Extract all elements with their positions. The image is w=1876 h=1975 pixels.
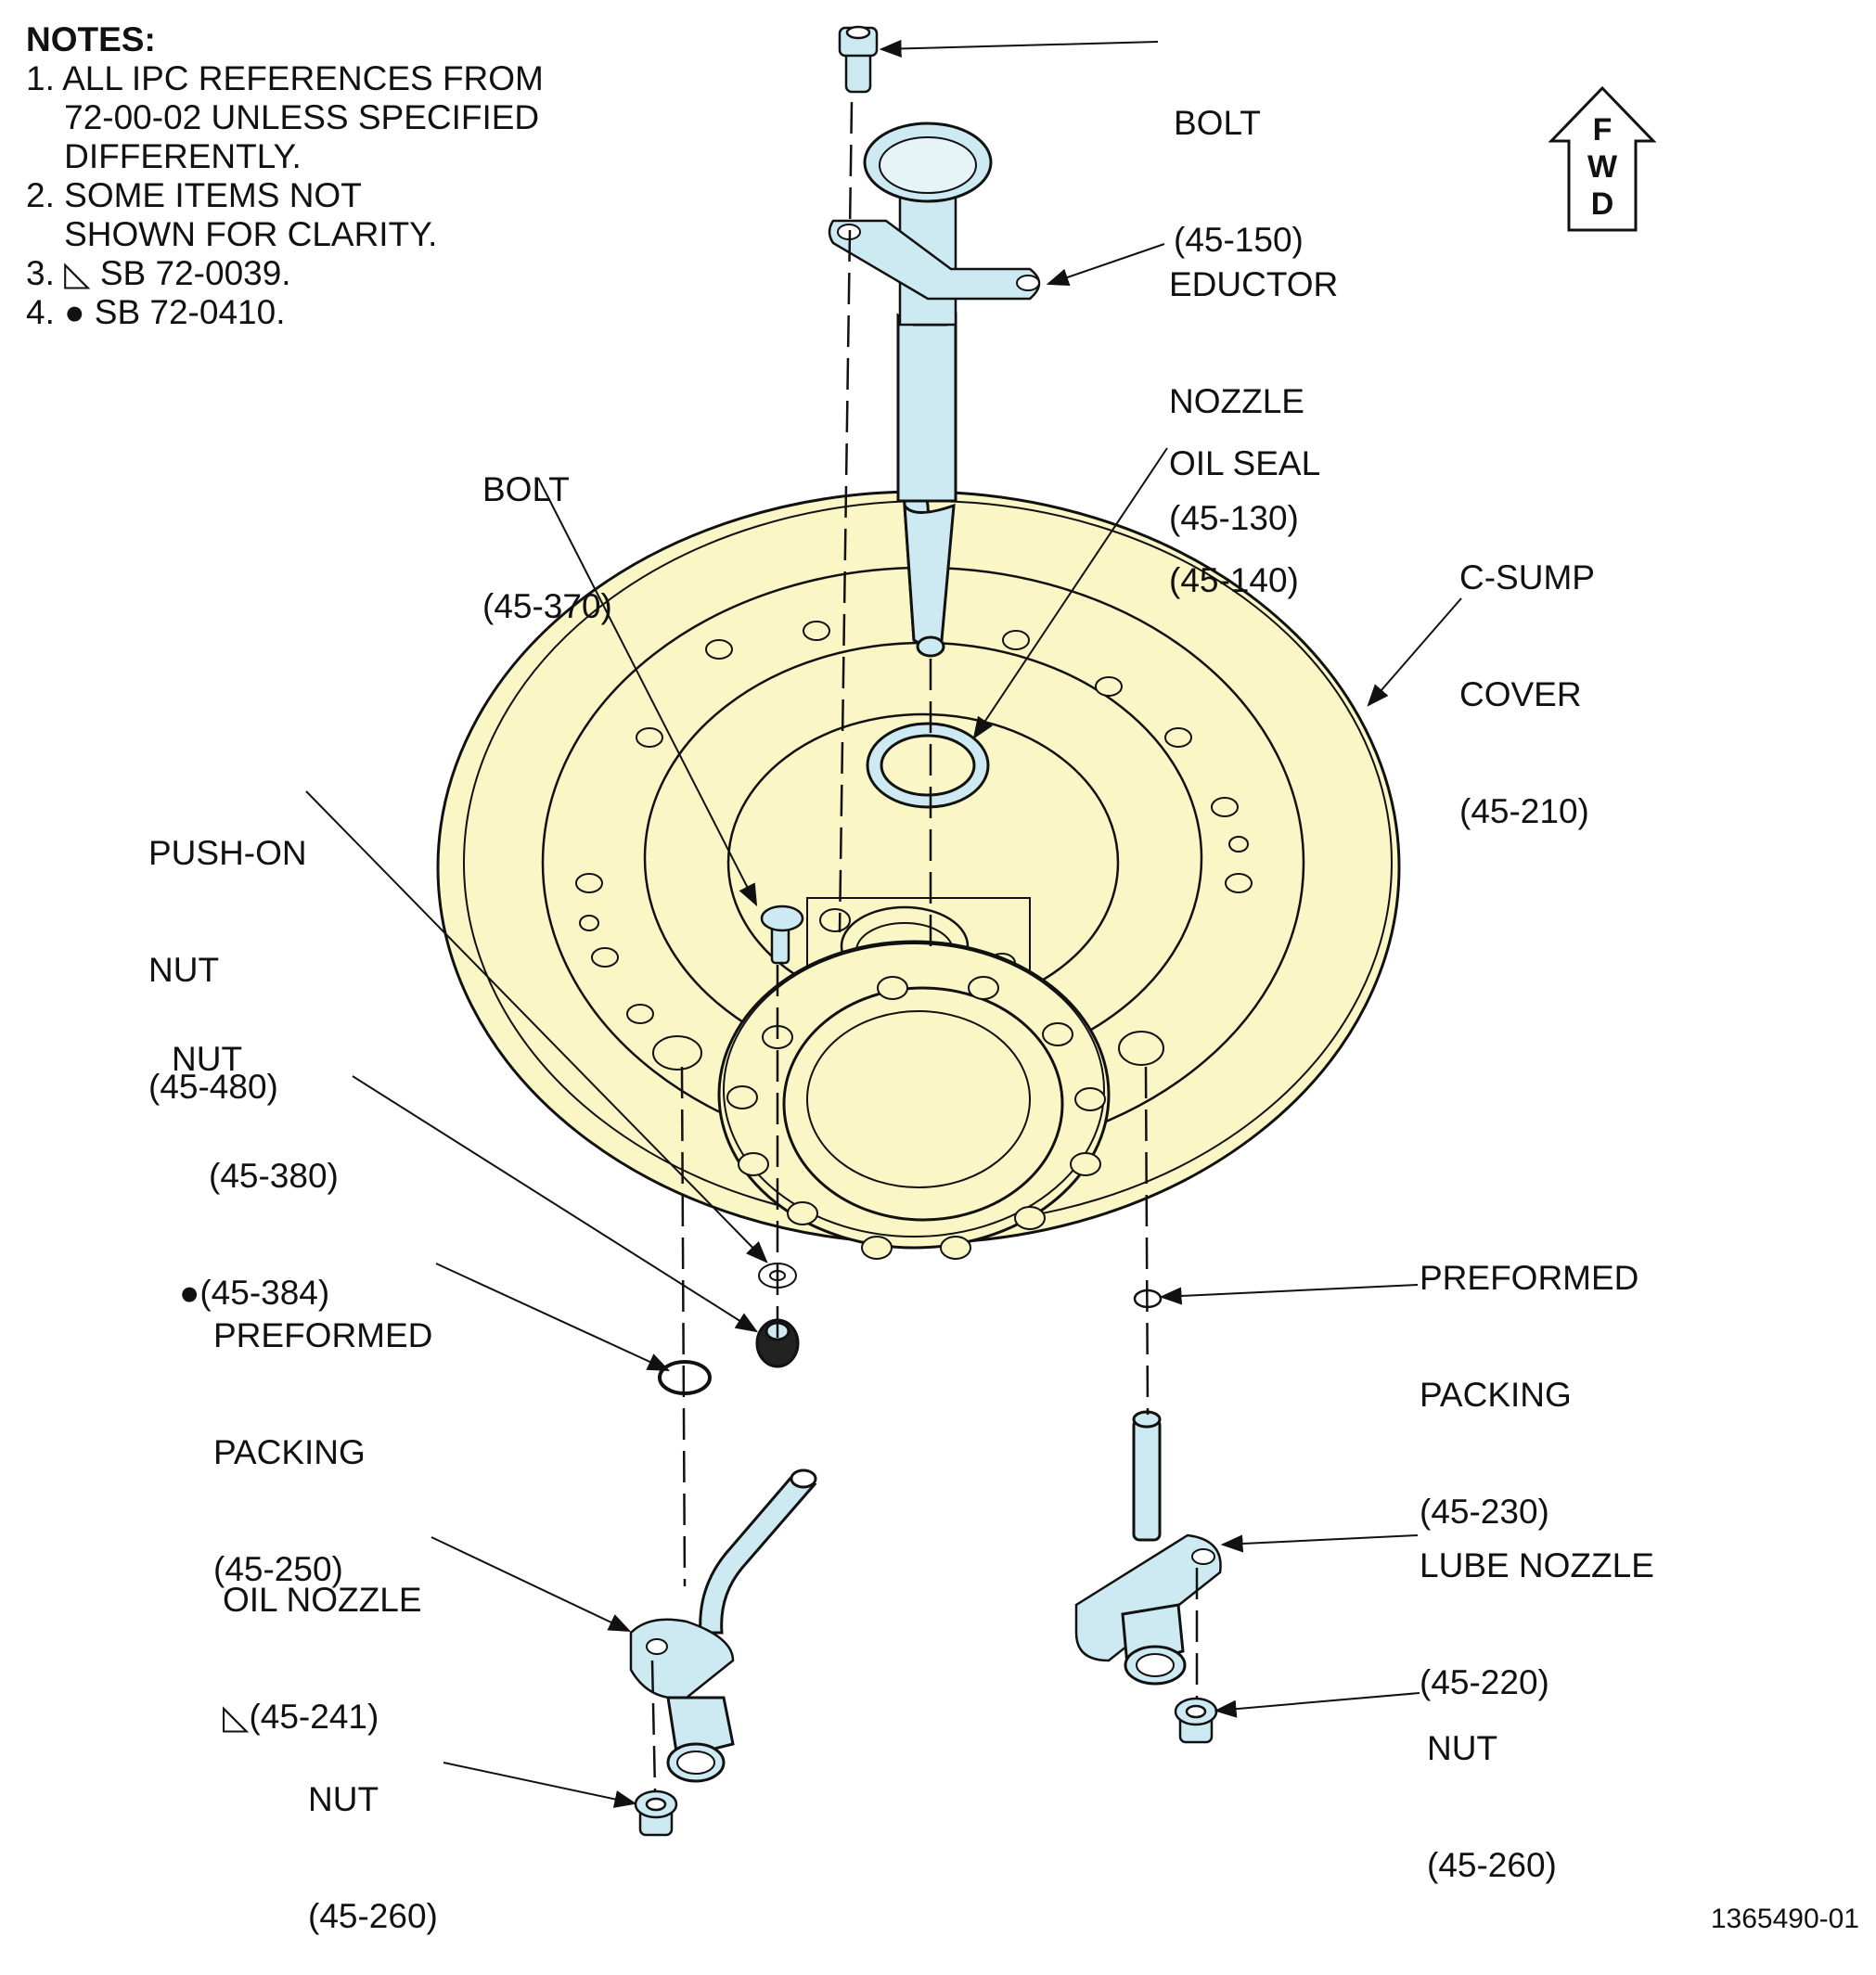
callout-ref: (45-370)	[482, 587, 612, 625]
callout-ref: ◺(45-241)	[223, 1698, 379, 1736]
nut-45-260-left	[634, 1789, 678, 1837]
callout-name: PACKING	[1420, 1376, 1572, 1414]
callout-nut-45-260-right: NUT (45-260)	[1427, 1651, 1557, 1924]
callout-preformed-packing-45-230: PREFORMED PACKING (45-230)	[1420, 1181, 1638, 1571]
callout-name: BOLT	[482, 470, 570, 508]
lube-nozzle	[1074, 1410, 1222, 1686]
callout-ref: (45-150)	[1174, 221, 1304, 259]
callout-name: COVER	[1459, 675, 1582, 713]
callout-c-sump-cover: C-SUMP COVER (45-210)	[1459, 481, 1595, 870]
callout-name: PREFORMED	[213, 1316, 433, 1354]
callout-name: LUBE NOZZLE	[1420, 1546, 1654, 1584]
note-line: 4. ● SB 72-0410.	[26, 293, 286, 331]
callout-ref: (45-260)	[1427, 1846, 1557, 1884]
callout-nut-45-260-left: NUT (45-260)	[308, 1702, 438, 1975]
callout-name: PACKING	[213, 1433, 366, 1471]
note-line: DIFFERENTLY.	[26, 137, 302, 175]
callout-name: PUSH-ON	[148, 834, 307, 872]
callout-eductor-nozzle: EDUCTOR NOZZLE (45-130)	[1169, 187, 1338, 577]
callout-ref: (45-220)	[1420, 1663, 1549, 1701]
callout-bolt-45-150: BOLT (45-150)	[1174, 26, 1304, 299]
callout-name: NUT	[1427, 1729, 1498, 1767]
callout-name: OIL NOZZLE	[223, 1581, 422, 1619]
callout-lube-nozzle: LUBE NOZZLE (45-220)	[1420, 1468, 1654, 1741]
c-sump-cover	[436, 490, 1401, 1260]
callout-ref: (45-380)	[209, 1157, 339, 1195]
note-line: 3. ◺ SB 72-0039.	[26, 254, 291, 292]
callout-ref: (45-140)	[1169, 561, 1299, 599]
notes-block: NOTES: 1. ALL IPC REFERENCES FROM 72-00-…	[26, 20, 544, 332]
fwd-letter: W	[1587, 149, 1618, 185]
callout-bolt-45-370: BOLT (45-370)	[482, 392, 612, 665]
note-line: 72-00-02 UNLESS SPECIFIED	[26, 98, 540, 136]
callout-ref: (45-250)	[213, 1550, 343, 1588]
callout-ref: (45-210)	[1459, 792, 1589, 830]
leader-lines	[305, 39, 1462, 1808]
callout-ref: (45-480)	[148, 1068, 278, 1106]
fwd-label: F W D	[1584, 111, 1621, 223]
note-line: 1. ALL IPC REFERENCES FROM	[26, 59, 544, 97]
callout-push-on-nut: PUSH-ON NUT (45-480)	[148, 756, 307, 1146]
callout-name: NOZZLE	[1169, 382, 1304, 420]
assembly-centerlines	[650, 101, 1199, 1791]
callout-name: PREFORMED	[1420, 1259, 1639, 1297]
nut-45-260-right	[1174, 1697, 1218, 1744]
callout-name: NUT	[308, 1780, 379, 1818]
callout-ref: ●(45-384)	[179, 1274, 330, 1312]
callout-ref: (45-230)	[1420, 1493, 1549, 1531]
callout-name: C-SUMP	[1459, 558, 1595, 596]
callout-name: NUT	[148, 951, 220, 989]
callout-ref: (45-260)	[308, 1897, 438, 1935]
fwd-arrow-icon	[1548, 85, 1657, 232]
note-line: 2. SOME ITEMS NOT	[26, 176, 362, 214]
callout-nut-45-380: NUT (45-380) ●(45-384)	[172, 962, 339, 1352]
callout-oil-nozzle: OIL NOZZLE ◺(45-241)	[223, 1503, 422, 1776]
oil-nozzle	[629, 1468, 817, 1783]
callout-name: BOLT	[1174, 104, 1261, 142]
callout-name: EDUCTOR	[1169, 265, 1339, 303]
bolt-45-370	[760, 904, 804, 965]
oil-seal	[866, 722, 990, 809]
callout-ref: (45-130)	[1169, 499, 1299, 537]
bolt-45-150	[838, 25, 879, 94]
notes-heading: NOTES:	[26, 20, 156, 58]
note-line: SHOWN FOR CLARITY.	[26, 215, 438, 253]
fwd-letter: F	[1592, 112, 1613, 147]
eductor-nozzle	[828, 122, 1041, 658]
flange-bolt-holes	[726, 976, 1106, 1260]
cover-bolt-holes	[575, 621, 1253, 1071]
callout-preformed-packing-45-250: PREFORMED PACKING (45-250)	[213, 1238, 432, 1628]
callout-name: OIL SEAL	[1169, 444, 1321, 482]
figure-id: 1365490-01	[1710, 1904, 1859, 1934]
callout-name: NUT	[172, 1040, 243, 1078]
callout-oil-seal: OIL SEAL (45-140)	[1169, 366, 1320, 639]
fwd-letter: D	[1590, 186, 1614, 222]
